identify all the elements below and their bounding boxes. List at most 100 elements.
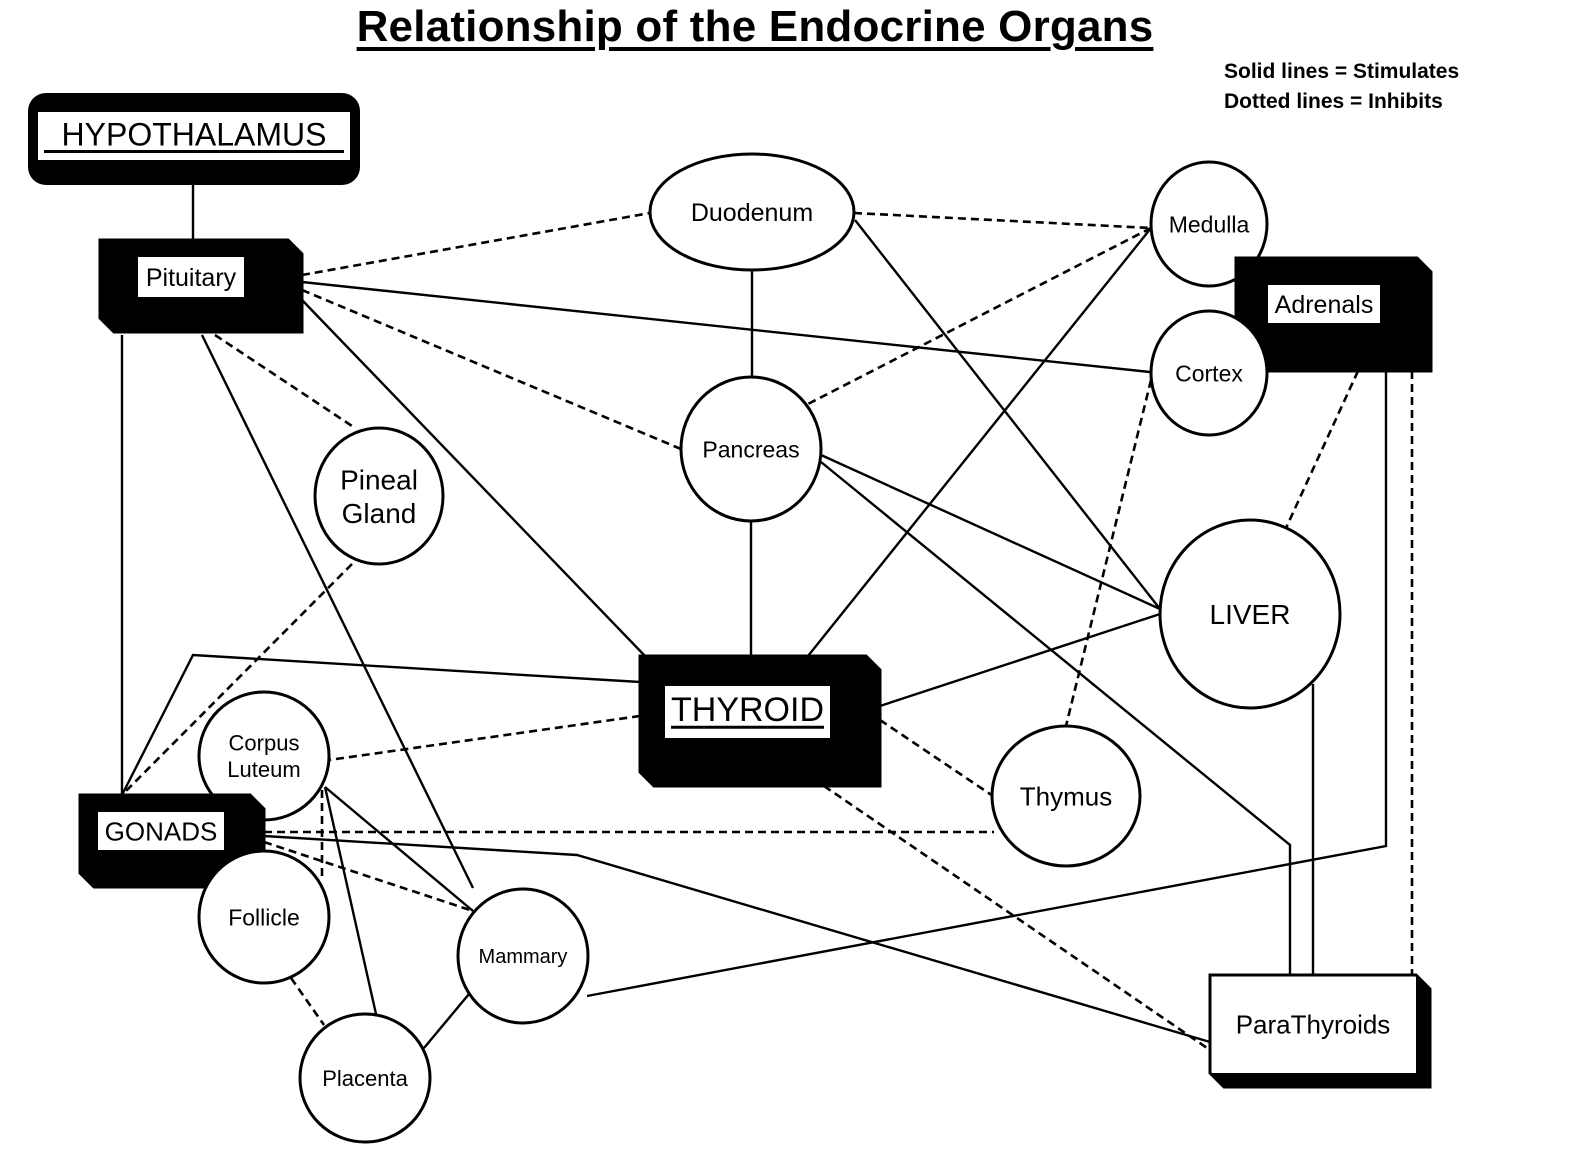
thyroid-label: THYROID <box>671 691 824 729</box>
parathyroids-label-line: ParaThyroids <box>1236 1009 1391 1039</box>
legend-solid-lines: Solid lines = Stimulates <box>1224 60 1460 83</box>
gonads-label-plate <box>98 812 224 850</box>
thyroid-label-plate <box>665 686 830 738</box>
cortex-ellipse <box>1149 309 1269 437</box>
placenta-label-line: Placenta <box>322 1066 408 1091</box>
pituitary-label-line: Pituitary <box>146 264 237 292</box>
gonads-label: GONADS <box>105 816 218 846</box>
cortex-label-line: Cortex <box>1175 360 1243 386</box>
follicle-ellipse <box>197 849 331 985</box>
edge-thyroid-to-thymus-inhibits <box>879 718 994 798</box>
edge-pituitary-to-mammary-stimulates <box>200 334 475 889</box>
node-liver: LIVER <box>1158 518 1342 710</box>
nodes-layer: HYPOTHALAMUS Pituitary Duodenum MedullaAdre… <box>28 93 1433 1144</box>
edge-follicle-to-placenta-inhibits <box>289 977 326 1026</box>
edge-duodenum-to-liver-stimulates <box>854 219 1161 610</box>
edge-adrenals-to-mammary-stimulates <box>586 371 1388 998</box>
cortex-label: Cortex <box>1175 360 1243 386</box>
gonads-label-line: GONADS <box>105 816 218 846</box>
node-parathyroids: ParaThyroids <box>1208 973 1432 1089</box>
thymus-label-line: Thymus <box>1020 781 1112 811</box>
duodenum-ellipse <box>648 152 856 272</box>
mammary-ellipse <box>456 887 590 1025</box>
node-placenta: Placenta <box>298 1012 432 1144</box>
thymus-label: Thymus <box>1020 781 1112 811</box>
legend-dotted-lines: Dotted lines = Inhibits <box>1224 90 1443 113</box>
parathyroids-bevel <box>1210 975 1430 1087</box>
pancreas-ellipse <box>679 375 823 523</box>
node-adrenals: Adrenals <box>1234 256 1433 373</box>
edge-thyroid-to-gonads-stimulates <box>120 653 641 796</box>
pineal-ellipse <box>313 426 445 566</box>
pancreas-label: Pancreas <box>702 436 799 462</box>
medulla-ellipse <box>1149 160 1269 288</box>
pineal-label-line: Gland <box>342 498 417 529</box>
pituitary-label: Pituitary <box>146 264 237 292</box>
edge-pituitary-to-duodenum-inhibits <box>301 211 651 277</box>
medulla-label: Medulla <box>1169 211 1250 237</box>
thymus-ellipse <box>990 724 1142 868</box>
edge-pituitary-to-thyroid-stimulates <box>301 299 646 657</box>
liver-label-line: LIVER <box>1210 599 1291 630</box>
parathyroids-face <box>1212 977 1414 1071</box>
node-duodenum: Duodenum <box>648 152 856 272</box>
corpus-luteum-label-line: Luteum <box>227 757 300 782</box>
diagram-title: Relationship of the Endocrine Organs <box>356 2 1154 51</box>
follicle-label-line: Follicle <box>228 904 300 930</box>
mammary-label-line: Mammary <box>479 946 568 968</box>
edge-corpus-luteum-to-placenta-stimulates <box>323 786 378 1015</box>
node-follicle: Follicle <box>197 849 331 985</box>
node-cortex: Cortex <box>1149 309 1269 437</box>
edge-pineal-to-gonads-inhibits <box>121 563 353 796</box>
pancreas-label-line: Pancreas <box>702 436 799 462</box>
liver-label: LIVER <box>1210 599 1291 630</box>
placenta-label: Placenta <box>322 1066 408 1091</box>
hypothalamus-label: HYPOTHALAMUS <box>62 117 327 153</box>
edge-gonads-to-mammary-inhibits <box>263 840 474 913</box>
node-thymus: Thymus <box>990 724 1142 868</box>
pituitary-label-plate <box>138 257 244 297</box>
corpus-luteum-label-line: Corpus <box>229 731 300 756</box>
node-gonads: GONADS <box>78 793 266 889</box>
hypothalamus-label-line: HYPOTHALAMUS <box>62 117 327 153</box>
adrenals-label-line: Adrenals <box>1275 291 1374 319</box>
follicle-label: Follicle <box>228 904 300 930</box>
edge-pituitary-to-pineal-inhibits <box>214 333 353 428</box>
edge-corpus-luteum-to-mammary-stimulates <box>324 786 474 912</box>
thyroid-label-line: THYROID <box>671 691 824 729</box>
edge-mammary-to-placenta-stimulates <box>423 993 470 1049</box>
edge-thyroid-to-corpus-luteum-inhibits <box>328 714 641 762</box>
parathyroids-label: ParaThyroids <box>1236 1009 1391 1039</box>
edge-medulla-to-thyroid-stimulates <box>807 227 1152 657</box>
placenta-ellipse <box>298 1012 432 1144</box>
edge-pituitary-to-pancreas-inhibits <box>301 288 682 451</box>
adrenals-label-plate <box>1268 285 1380 323</box>
edge-cortex-to-thymus-inhibits <box>1064 379 1153 727</box>
node-medulla: Medulla <box>1149 160 1269 288</box>
mammary-label: Mammary <box>479 946 568 968</box>
edge-pituitary-to-cortex-stimulates <box>301 280 1151 374</box>
pineal-label-line: Pineal <box>340 464 418 495</box>
edge-duodenum-to-medulla-inhibits <box>853 211 1152 230</box>
edge-adrenals-to-liver-inhibits <box>1284 370 1360 529</box>
adrenals-label: Adrenals <box>1275 291 1374 319</box>
edge-liver-to-thyroid-stimulates <box>879 612 1161 708</box>
edges-layer <box>120 185 1414 1052</box>
node-pituitary: Pituitary <box>98 238 304 334</box>
liver-ellipse <box>1158 518 1342 710</box>
node-hypothalamus: HYPOTHALAMUS <box>28 93 360 185</box>
duodenum-label-line: Duodenum <box>691 199 813 227</box>
medulla-label-line: Medulla <box>1169 211 1250 237</box>
edge-gonads-to-parathyroids-stimulates <box>263 834 1211 1044</box>
node-thyroid: THYROID <box>638 654 882 788</box>
edge-pancreas-to-parathyroids-stimulates <box>820 461 1292 975</box>
node-pancreas: Pancreas <box>679 375 823 523</box>
node-mammary: Mammary <box>456 887 590 1025</box>
edge-pancreas-to-liver-stimulates <box>820 453 1161 611</box>
duodenum-label: Duodenum <box>691 199 813 227</box>
